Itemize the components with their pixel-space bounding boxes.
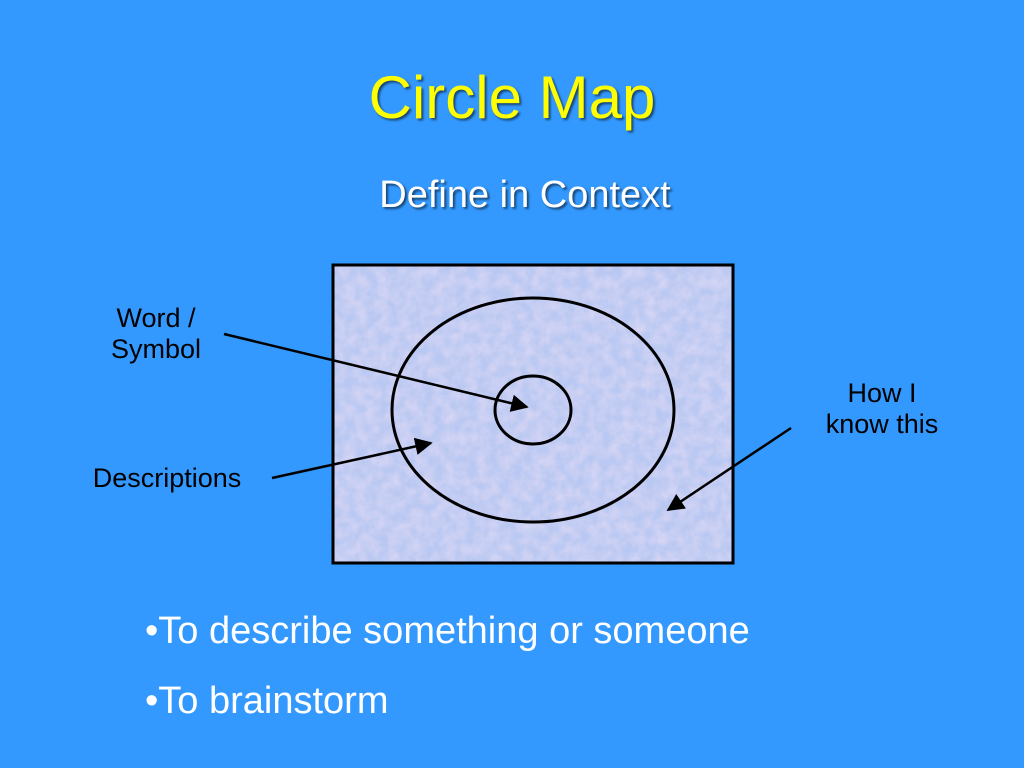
bullet-item: •To brainstorm — [145, 680, 389, 722]
descriptions-arrow — [271, 437, 433, 480]
bullet-item: •To describe something or someone — [145, 610, 750, 652]
how-i-know-arrow — [666, 426, 792, 512]
inner-circle — [493, 374, 573, 446]
slide-title: Circle Map — [368, 64, 656, 131]
word-symbol-label: Word / Symbol — [110, 303, 202, 364]
slide-subtitle: Define in Context — [379, 174, 671, 216]
descriptions-label: Descriptions — [92, 463, 242, 493]
word-symbol-arrow — [223, 332, 529, 412]
outer-circle — [390, 296, 676, 524]
how-i-know-label: How I know this — [825, 378, 939, 439]
bullet-list: •To describe something or someone •To br… — [145, 608, 750, 724]
